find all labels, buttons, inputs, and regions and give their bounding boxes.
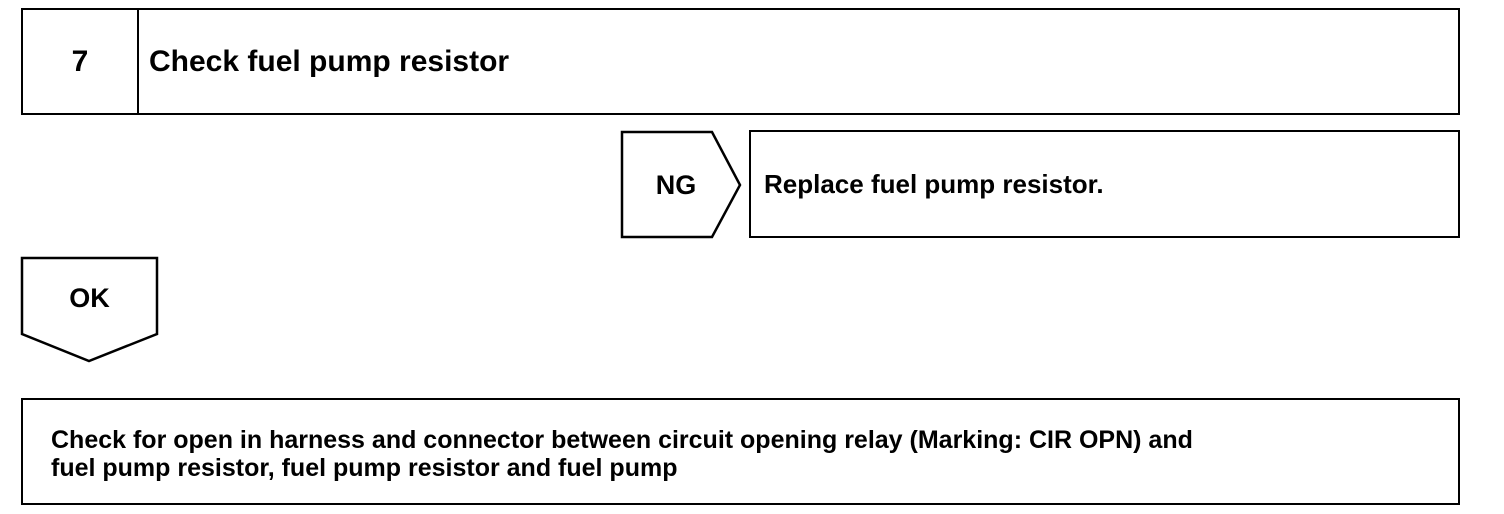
step-box: 7 Check fuel pump resistor: [21, 8, 1460, 115]
ng-result-text: Replace fuel pump resistor.: [764, 168, 1104, 199]
step-title: Check fuel pump resistor: [149, 44, 510, 78]
ok-label: OK: [69, 282, 110, 313]
next-step-line-1: Check for open in harness and connector …: [51, 426, 1193, 454]
next-step-box: Check for open in harness and connector …: [21, 398, 1460, 505]
ng-arrow-icon: [620, 130, 742, 239]
ok-arrow-icon: [20, 256, 159, 363]
next-step-line-2: fuel pump resistor, fuel pump resistor a…: [51, 454, 678, 482]
ng-result-box: Replace fuel pump resistor.: [749, 130, 1460, 238]
step-number: 7: [23, 10, 139, 113]
next-step-text: Check for open in harness and connector …: [51, 426, 1438, 482]
ng-label: NG: [655, 169, 697, 200]
